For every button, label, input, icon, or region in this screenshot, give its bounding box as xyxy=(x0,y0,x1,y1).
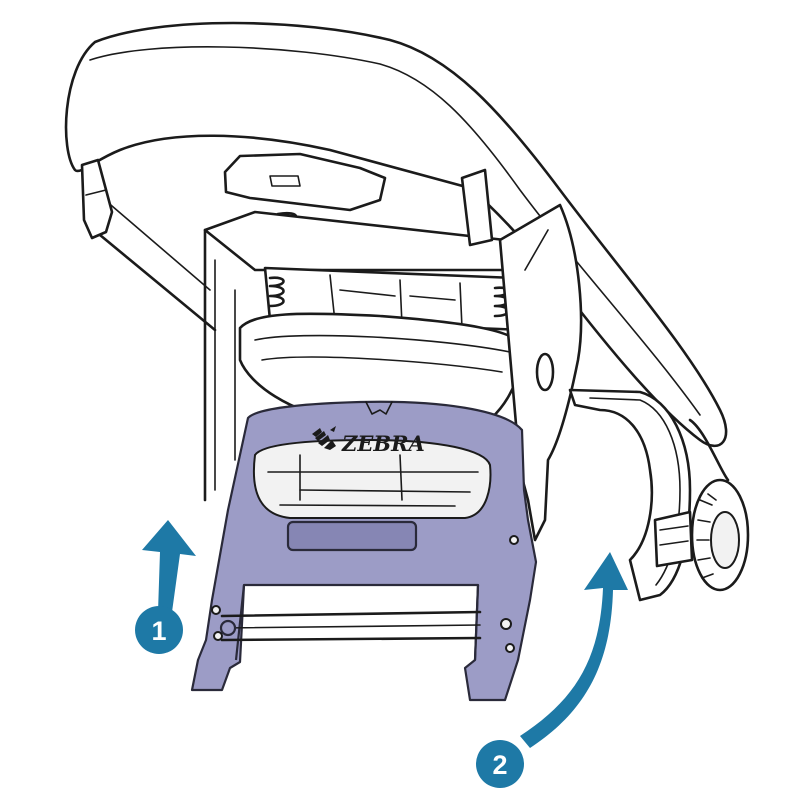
step-1-number: 1 xyxy=(151,616,166,646)
step-1-indicator: 1 xyxy=(135,520,196,654)
top-clip xyxy=(223,152,387,212)
carrier-slot xyxy=(286,520,418,552)
curved-arrow-icon xyxy=(520,552,628,748)
carrier-window xyxy=(253,439,492,519)
printhead-carrier: ZEBRA xyxy=(190,400,538,702)
step-2-number: 2 xyxy=(492,750,507,780)
printer-lid xyxy=(64,21,728,448)
carrier-rod-bottom xyxy=(220,636,482,642)
lid-rim-line xyxy=(89,46,701,416)
step-1-badge xyxy=(135,606,183,654)
brand-label: ZEBRA xyxy=(341,431,425,456)
zebra-logo xyxy=(312,426,336,450)
print-mechanism xyxy=(203,210,527,502)
step-2-badge xyxy=(476,740,524,788)
step-1-arrow xyxy=(142,520,196,612)
swing-bracket xyxy=(568,388,692,602)
hinge-gear xyxy=(653,418,750,592)
arm-pivot-hole xyxy=(535,352,555,392)
zebra-head-icon xyxy=(312,426,336,450)
housing-left-skirt xyxy=(104,199,211,291)
carrier-rod-top xyxy=(220,610,482,618)
step-2-indicator: 2 xyxy=(476,552,628,788)
left-latch xyxy=(80,158,114,240)
